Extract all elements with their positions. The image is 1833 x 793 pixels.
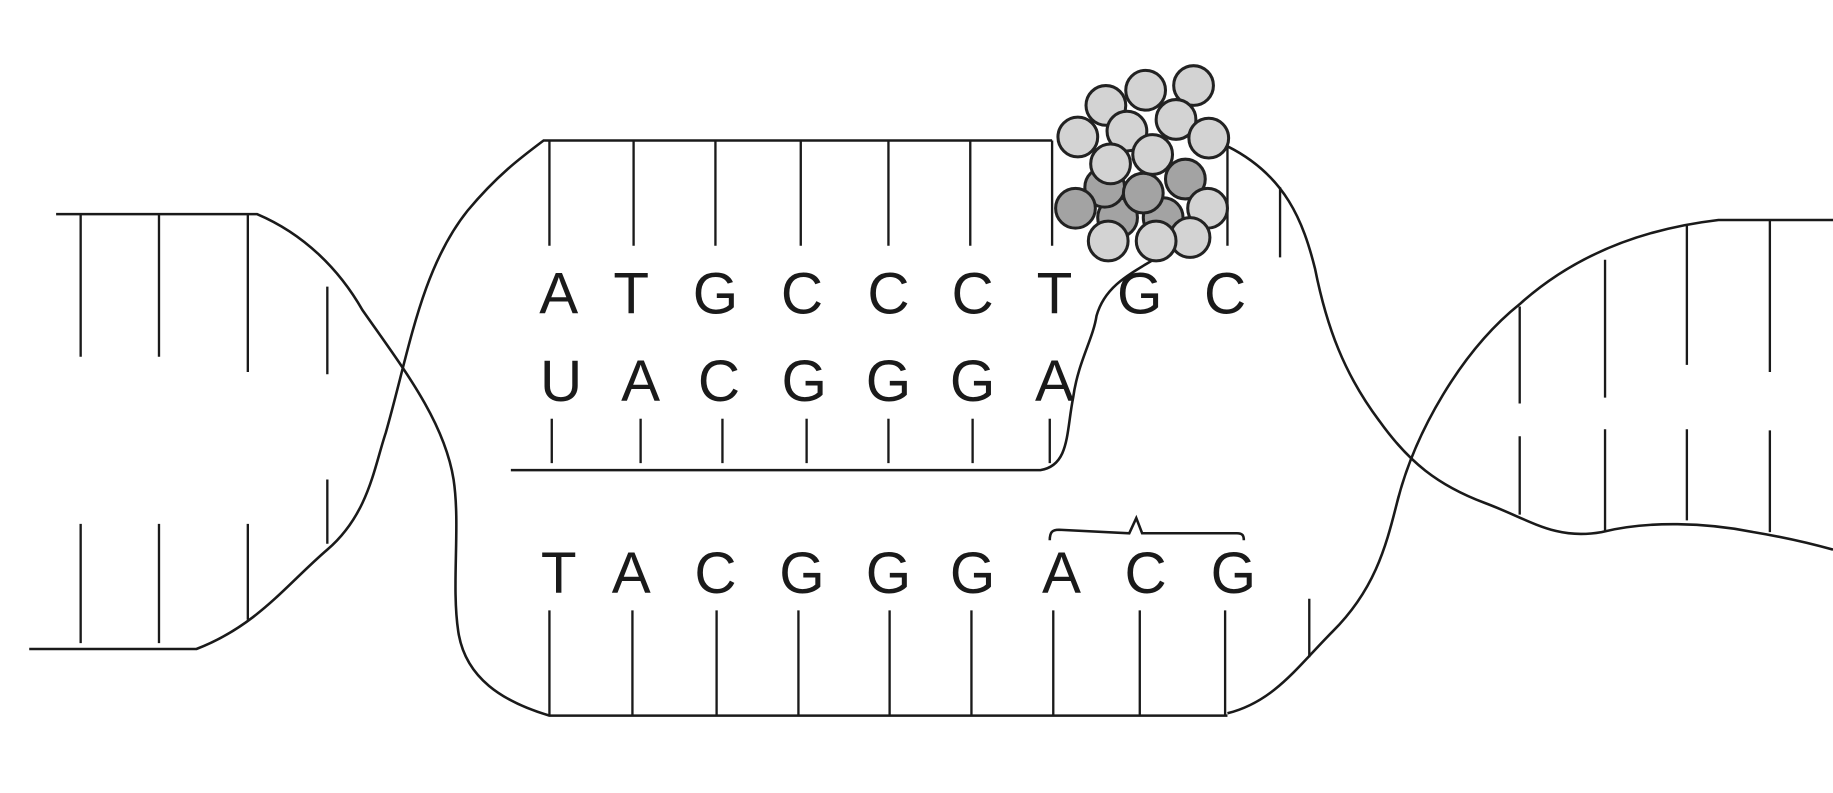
polymerase-subunit xyxy=(1172,64,1215,107)
polymerase-subunit xyxy=(1134,219,1178,263)
nucleotide-base: C xyxy=(1125,541,1167,606)
nucleotide-base: T xyxy=(1037,262,1073,327)
nucleotide-base: A xyxy=(621,349,660,414)
polymerase-subunit xyxy=(1124,68,1168,112)
nucleotide-base: G xyxy=(866,541,911,606)
nucleotide-base: G xyxy=(693,262,738,327)
polymerase-subunit xyxy=(1131,133,1175,176)
nucleotide-base: C xyxy=(698,349,740,414)
right-lower-strand xyxy=(1227,218,1833,715)
mrna-strand xyxy=(510,256,1158,472)
nucleotide-base: G xyxy=(782,349,827,414)
left-bottom-strand xyxy=(29,139,1053,651)
nucleotide-base: A xyxy=(1042,541,1081,606)
polymerase-subunit xyxy=(1154,98,1198,141)
nucleotide-base: G xyxy=(779,541,824,606)
nucleotide-base: T xyxy=(541,541,577,606)
polymerase-subunit xyxy=(1187,116,1231,160)
nucleotide-base: T xyxy=(613,262,649,327)
nucleotide-base: A xyxy=(1035,349,1074,414)
left-top-strand xyxy=(56,212,1228,717)
nucleotide-base: G xyxy=(1211,541,1256,606)
nucleotide-base: G xyxy=(950,541,995,606)
polymerase-subunit xyxy=(1054,186,1097,230)
nucleotide-base: A xyxy=(539,262,578,327)
base-pair-rungs xyxy=(79,140,1772,716)
nucleotide-base: C xyxy=(867,262,909,327)
nucleotide-base: C xyxy=(781,262,823,327)
nucleotide-base: A xyxy=(612,541,651,606)
polymerase-subunit xyxy=(1121,171,1165,215)
nucleotide-base: C xyxy=(694,541,736,606)
codon-brace xyxy=(1048,514,1246,541)
right-upper-strand xyxy=(1226,145,1833,551)
polymerase-subunit xyxy=(1056,115,1100,159)
nucleotide-base: G xyxy=(866,349,911,414)
nucleotide-base: U xyxy=(540,349,582,414)
nucleotide-base: C xyxy=(952,262,994,327)
nucleotide-base: G xyxy=(950,349,995,414)
nucleotide-base: G xyxy=(1117,262,1162,327)
polymerase-subunit xyxy=(1089,142,1132,186)
polymerase-subunit xyxy=(1163,157,1207,201)
nucleotide-base: C xyxy=(1204,262,1246,327)
rna-polymerase-cluster xyxy=(1054,64,1231,263)
polymerase-subunit xyxy=(1086,219,1130,263)
